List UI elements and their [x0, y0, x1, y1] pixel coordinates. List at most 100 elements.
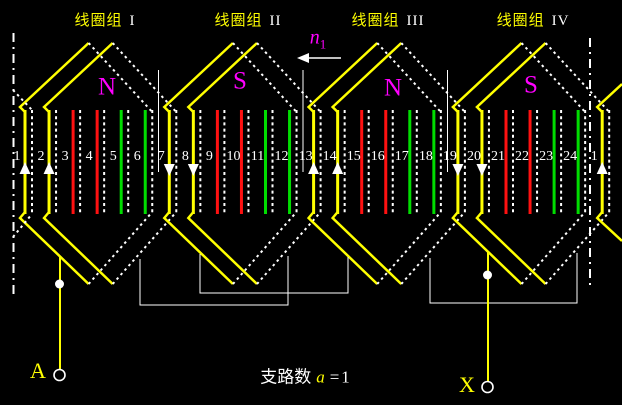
slot-number: 6 — [134, 149, 141, 164]
pole-label-s: S — [524, 71, 538, 99]
end-winding-solid — [595, 83, 622, 113]
speed-subscript: 1 — [319, 36, 327, 52]
slot-number: 21 — [491, 149, 505, 164]
slot-number: 15 — [347, 149, 361, 164]
end-winding-solid — [330, 42, 403, 113]
current-arrow-up — [332, 162, 344, 174]
end-winding-dotted — [12, 213, 33, 238]
slot-number: 12 — [275, 149, 289, 164]
end-winding-solid — [18, 211, 90, 285]
pole-label-n: N — [383, 74, 403, 102]
end-winding-dotted — [400, 42, 466, 113]
end-winding-solid — [162, 42, 234, 113]
end-winding-dotted — [544, 211, 610, 285]
current-arrow-down — [476, 164, 488, 176]
end-winding-dotted — [232, 211, 298, 285]
slot-number: 23 — [539, 149, 553, 164]
end-winding-dotted — [400, 211, 466, 285]
end-winding-dotted — [376, 42, 442, 113]
end-winding-solid — [306, 211, 379, 285]
coil-group-numeral: I — [129, 13, 136, 29]
pole-label-n: N — [97, 73, 117, 101]
terminal-circle — [53, 368, 66, 382]
coil-group-label-text: 线圈组 — [496, 13, 545, 29]
end-winding-dotted — [256, 211, 322, 285]
slot-number: 4 — [86, 149, 93, 164]
jumper-wires — [139, 253, 578, 306]
speed-arrow — [297, 53, 341, 63]
coil-group-numeral: II — [269, 13, 282, 29]
end-winding-solid — [306, 42, 379, 113]
slot-number: 24 — [563, 149, 577, 164]
caption-symbol: a — [316, 367, 325, 387]
slot-number: 1 — [591, 149, 598, 164]
current-arrow-up — [596, 162, 608, 174]
end-winding-solid — [475, 211, 547, 285]
symmetry-lines — [12, 33, 591, 298]
slot-number: 18 — [419, 149, 433, 164]
terminal-circle — [481, 380, 494, 394]
junction-dot — [483, 270, 492, 280]
slot-number: 11 — [251, 149, 264, 164]
end-winding-solid — [42, 42, 114, 113]
end-winding-solid — [42, 211, 114, 285]
current-arrow-up — [308, 162, 320, 174]
pole-label-s: S — [233, 67, 247, 95]
caption-equals: = — [329, 367, 340, 387]
slot-number: 8 — [182, 149, 189, 164]
slot-number: 5 — [110, 149, 117, 164]
pole-boundary-lines — [158, 70, 448, 172]
end-winding-dotted — [111, 42, 178, 113]
junction-dot — [55, 279, 64, 289]
terminal-label-a: A — [30, 358, 46, 383]
terminal-label-x: X — [459, 372, 475, 397]
current-arrows — [19, 162, 608, 176]
slot-number: 9 — [206, 149, 213, 164]
end-winding-dotted — [376, 211, 442, 285]
end-winding-solid — [595, 211, 622, 242]
slot-number: 16 — [371, 149, 385, 164]
end-winding-dotted — [544, 42, 610, 113]
slot-number: 10 — [226, 149, 240, 164]
end-winding-solid — [18, 42, 90, 113]
current-arrow-down — [187, 164, 199, 176]
end-winding-dotted — [87, 211, 153, 285]
end-winding-solid — [475, 42, 547, 113]
current-arrow-down — [163, 164, 175, 176]
slot-number: 7 — [158, 149, 165, 164]
end-winding-solid — [330, 211, 403, 285]
end-winding-dotted — [232, 42, 298, 113]
end-winding-dotted — [12, 89, 33, 111]
slot-number: 19 — [443, 149, 457, 164]
coil-group-numeral: IV — [551, 13, 570, 29]
end-winding-solid — [451, 211, 523, 285]
coil-group-label-text: 线圈组 — [351, 13, 400, 29]
slot-number: 17 — [395, 149, 409, 164]
slot-number: 2 — [38, 149, 45, 164]
current-arrow-up — [43, 162, 55, 174]
slot-number: 1 — [14, 149, 21, 164]
rotation-speed-label: n1 — [310, 28, 327, 51]
end-windings — [12, 42, 622, 285]
coil-group-label-4: 线圈组 IV — [497, 9, 570, 30]
speed-symbol: n — [309, 26, 320, 49]
end-winding-solid — [186, 42, 258, 113]
end-winding-dotted — [520, 42, 586, 113]
group-jumper-wire — [199, 254, 349, 294]
slot-number: 3 — [62, 149, 69, 164]
end-winding-solid — [186, 211, 258, 285]
current-arrow-down — [452, 164, 464, 176]
caption-value: 1 — [341, 367, 350, 387]
coil-group-label-3: 线圈组 III — [351, 9, 424, 30]
slot-number: 14 — [323, 149, 337, 164]
end-winding-dotted — [520, 211, 586, 285]
slot-number: 22 — [515, 149, 529, 164]
coil-group-numeral: III — [406, 13, 425, 29]
group-jumper-wire — [429, 253, 578, 304]
speed-arrow-head — [297, 53, 309, 63]
end-winding-solid — [451, 42, 523, 113]
slot-number: 13 — [299, 149, 313, 164]
